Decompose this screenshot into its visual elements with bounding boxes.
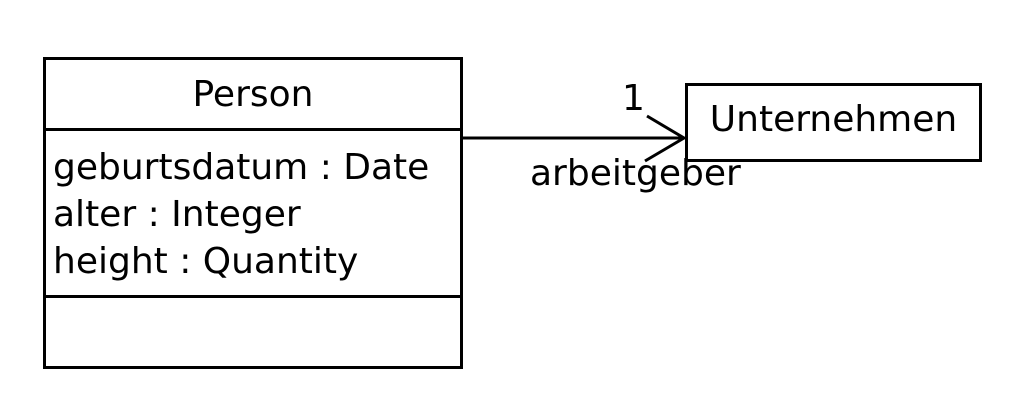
attribute-geburtsdatum: geburtsdatum : Date	[53, 147, 430, 188]
attribute-height: height : Quantity	[53, 241, 359, 282]
multiplicity-label: 1	[622, 78, 645, 119]
class-name-person: Person	[192, 73, 314, 115]
association-role-label: arbeitgeber	[530, 153, 741, 194]
class-name-unternehmen: Unternehmen	[709, 99, 958, 140]
attributes-compartment: geburtsdatum : Date alter : Integer heig…	[46, 128, 460, 295]
methods-compartment-empty	[46, 295, 460, 366]
open-arrowhead	[644, 114, 687, 163]
attribute-alter: alter : Integer	[53, 194, 301, 235]
class-box-unternehmen: Unternehmen	[685, 83, 982, 162]
class-box-person: Person geburtsdatum : Date alter : Integ…	[43, 57, 463, 369]
